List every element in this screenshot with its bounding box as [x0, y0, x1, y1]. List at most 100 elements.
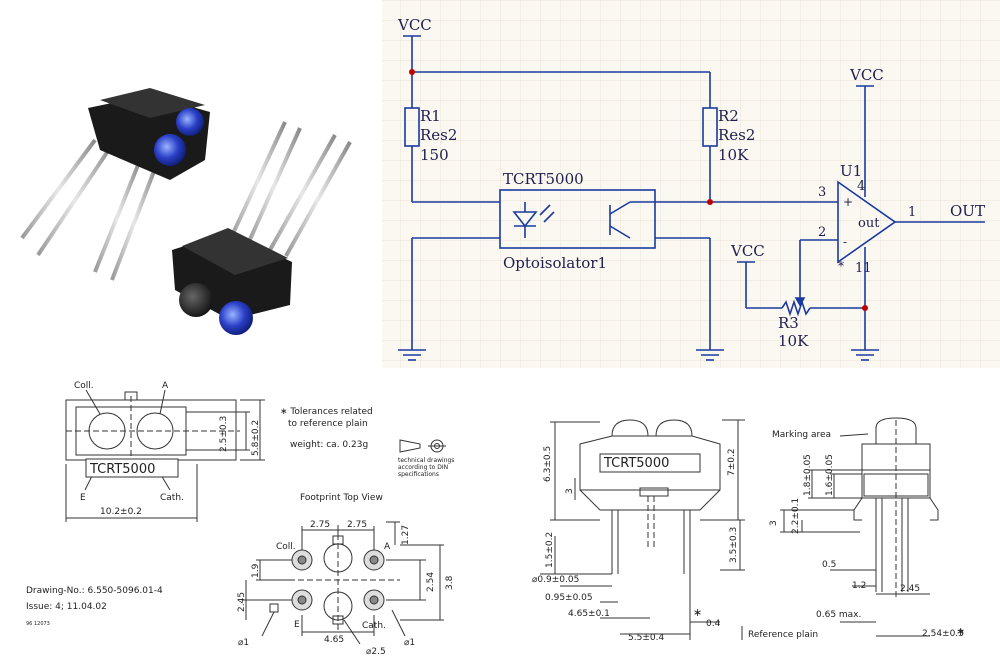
note-tech-2: according to DIN	[398, 464, 448, 471]
out-label: OUT	[950, 202, 985, 220]
u1-name: U1	[840, 162, 862, 180]
top-dim-h2: 5.8±0.2	[251, 420, 261, 456]
fp-e: E	[294, 620, 300, 630]
top-dim-h1: 2.5±0.3	[219, 416, 229, 452]
u1-plus: +	[843, 195, 853, 209]
note-weight: weight: ca. 0.23g	[290, 440, 368, 450]
top-a-label: A	[162, 381, 169, 391]
footprint-title: Footprint Top View	[300, 493, 383, 503]
front-dim-35: 3.5±0.3	[729, 527, 739, 563]
fp-phi1-right: ⌀1	[404, 638, 415, 648]
front-dim-phi09: ⌀0.9±0.05	[532, 575, 579, 585]
vcc-r3-label: VCC	[730, 242, 765, 260]
r1-name: R1	[420, 107, 441, 125]
wires	[403, 35, 985, 350]
front-dim-7: 7±0.2	[727, 448, 737, 476]
sensor-body-top	[182, 228, 288, 275]
fp-dim-245: 2.45	[237, 592, 247, 612]
junction-dots	[409, 69, 868, 311]
front-dim-465: 4.65±0.1	[568, 609, 610, 619]
r3-value: 10K	[778, 332, 809, 350]
top-cath-label: Cath.	[160, 493, 184, 503]
u1-minus: -	[843, 235, 847, 249]
r3-name: R3	[778, 314, 799, 332]
pin	[284, 141, 352, 257]
note-tech-1: technical drawings	[398, 457, 454, 464]
front-dim-095: 0.95±0.05	[545, 593, 593, 603]
front-star: ∗	[693, 606, 702, 619]
vcc-top-label: VCC	[397, 16, 432, 34]
r1-type: Res2	[420, 126, 457, 144]
pin	[246, 127, 302, 245]
fp-dim-38: 3.8	[445, 575, 455, 590]
pin	[93, 159, 142, 273]
top-dim-width: 10.2±0.2	[100, 507, 142, 517]
u1-pin1: 1	[908, 205, 916, 220]
ground-symbols	[398, 349, 879, 361]
u1-pin2: 2	[818, 225, 826, 240]
fp-dim-275a: 2.75	[310, 520, 330, 530]
side-dim-05: 0.5	[822, 560, 836, 570]
side-dim-065: 0.65 max.	[816, 610, 861, 620]
r2-name: R2	[718, 107, 739, 125]
top-part-label: TCRT5000	[89, 462, 155, 477]
front-dim-3: 3	[565, 488, 575, 494]
schematic-grid	[382, 0, 1000, 368]
fp-a: A	[384, 542, 391, 552]
note-tech-3: specifications	[398, 471, 439, 478]
front-dim-15: 1.5±0.2	[545, 532, 555, 568]
fp-dim-127: 1.27	[401, 525, 411, 545]
ir-led-blue	[154, 134, 186, 166]
schematic-panel: VCC R1 Res2 150 R2 Res2 10K TCRT5000 Opt…	[382, 0, 1000, 368]
fp-dim-465: 4.65	[324, 635, 344, 645]
top-coll-label: Coll.	[74, 381, 94, 391]
ir-led-blue	[176, 108, 204, 136]
fp-phi1-left: ⌀1	[238, 638, 249, 648]
note-tolerances: ∗ Tolerances related	[280, 407, 373, 417]
side-dim-16: 1.6±0.05	[825, 454, 835, 496]
pin	[268, 134, 337, 251]
opto-label: Optoisolator1	[503, 254, 607, 272]
side-dim-245: 2.45	[900, 584, 920, 594]
fp-phi25: ⌀2.5	[366, 647, 386, 657]
u1-pin4: 4	[857, 179, 865, 194]
u1-star: *	[838, 259, 844, 273]
fp-coll: Coll.	[276, 542, 296, 552]
note-tolerances-2: to reference plain	[288, 419, 368, 429]
opto-part-name: TCRT5000	[503, 170, 584, 188]
fp-dim-254: 2.54	[426, 572, 436, 592]
front-dim-04: 0.4	[706, 619, 721, 629]
side-dim-3: 3	[769, 520, 779, 526]
pin	[20, 138, 97, 240]
front-part-label: TCRT5000	[603, 456, 669, 471]
pin	[110, 165, 158, 281]
front-view-drawing	[540, 419, 745, 640]
side-view-drawing	[780, 417, 939, 637]
top-view-drawing	[65, 389, 265, 522]
pin	[36, 143, 114, 257]
sensor-body-top	[100, 88, 205, 118]
phototransistor-black	[179, 283, 213, 317]
top-view-label-box	[85, 458, 179, 478]
side-marking-area: Marking area	[772, 430, 831, 440]
front-dim-63: 6.3±0.5	[543, 446, 553, 482]
front-view-label-box	[599, 453, 701, 473]
side-dim-22: 2.2±0.1	[791, 498, 801, 534]
footprint-drawing	[242, 521, 444, 645]
resistor-r1	[404, 107, 420, 147]
sensor-photo	[20, 88, 352, 335]
r2-type: Res2	[718, 126, 755, 144]
fp-cath: Cath.	[362, 621, 386, 631]
drawing-code: 96 12073	[26, 621, 50, 627]
side-dim-18: 1.8±0.05	[803, 454, 813, 496]
vcc-u1-label: VCC	[849, 66, 884, 84]
fp-dim-19: 1.9	[251, 563, 261, 578]
u1-pin3: 3	[818, 185, 826, 200]
u1-pin11: 11	[855, 261, 872, 276]
front-dim-55: 5.5±0.4	[628, 633, 664, 643]
resistor-r2	[702, 107, 718, 147]
top-e-label: E	[80, 493, 86, 503]
drawing-number: Drawing-No.: 6.550-5096.01-4	[26, 586, 163, 596]
